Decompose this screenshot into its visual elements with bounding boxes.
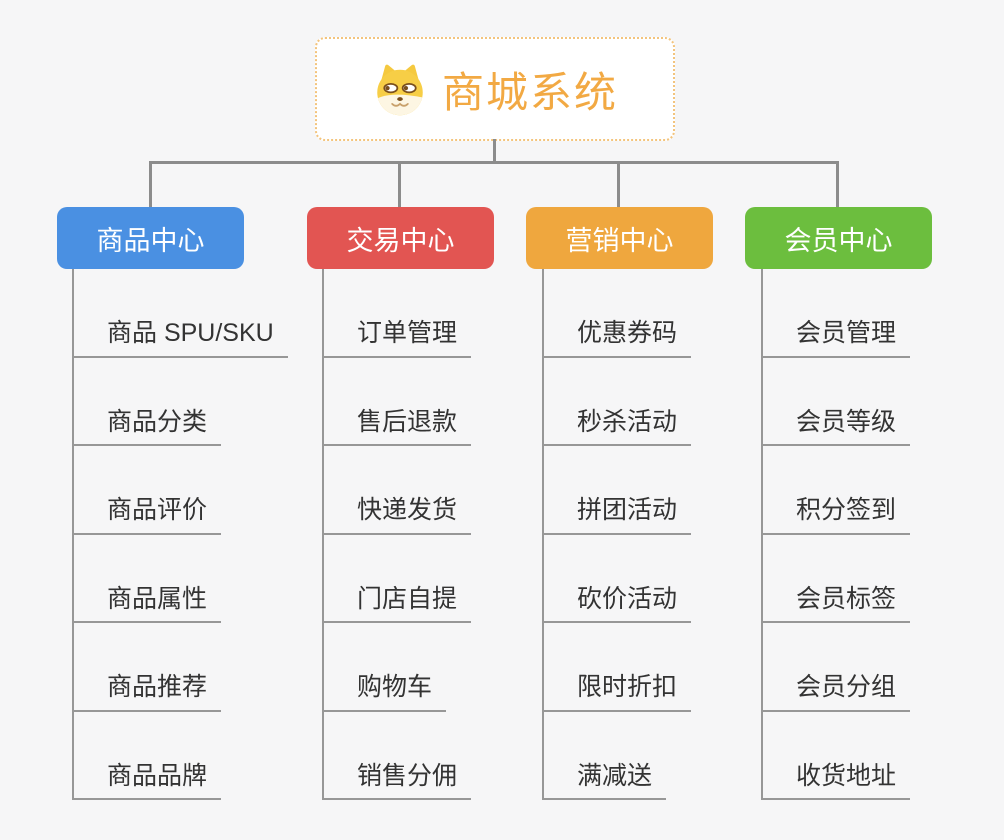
leaf-row: 商品属性 (74, 535, 288, 623)
root-title: 商城系统 (441, 68, 618, 116)
leaf-row: 优惠券码 (544, 269, 692, 358)
leaf-item[interactable]: 门店自提 (324, 584, 472, 623)
leaf-row: 会员标签 (763, 535, 911, 623)
leaf-item[interactable]: 会员等级 (763, 407, 911, 446)
leaf-item[interactable]: 商品分类 (74, 407, 222, 446)
leaf-row: 商品品牌 (74, 712, 288, 800)
root-node[interactable]: 商城系统 (315, 37, 675, 141)
leaf-row: 快递发货 (324, 446, 472, 535)
leaf-item[interactable]: 秒杀活动 (544, 407, 692, 446)
leaf-row: 会员分组 (763, 623, 911, 712)
leaf-row: 收货地址 (763, 712, 911, 800)
leaf-item[interactable]: 积分签到 (763, 495, 911, 535)
leaf-item[interactable]: 拼团活动 (544, 495, 692, 535)
leaf-row: 秒杀活动 (544, 358, 692, 446)
branch-column-products: 商品 SPU/SKU 商品分类 商品评价 商品属性 商品推荐 商品品牌 (72, 269, 288, 800)
connector-drop-products (149, 161, 152, 207)
connector-drop-trade (398, 161, 401, 207)
leaf-row: 积分签到 (763, 446, 911, 535)
leaf-item[interactable]: 售后退款 (324, 407, 472, 446)
leaf-item[interactable]: 购物车 (324, 672, 447, 712)
doge-icon (377, 64, 423, 116)
leaf-row: 商品 SPU/SKU (74, 269, 288, 358)
branch-header-trade[interactable]: 交易中心 (307, 207, 494, 269)
leaf-item[interactable]: 会员标签 (763, 584, 911, 623)
leaf-row: 购物车 (324, 623, 471, 712)
leaf-row: 销售分佣 (324, 712, 472, 800)
leaf-row: 商品评价 (74, 446, 288, 535)
branch-header-members[interactable]: 会员中心 (745, 207, 932, 269)
leaf-item[interactable]: 收货地址 (763, 761, 911, 800)
leaf-item[interactable]: 商品属性 (74, 584, 222, 623)
leaf-row: 满减送 (544, 712, 691, 800)
leaf-row: 会员管理 (763, 269, 911, 358)
leaf-row: 售后退款 (324, 358, 472, 446)
branch-column-members: 会员管理 会员等级 积分签到 会员标签 会员分组 收货地址 (761, 269, 911, 800)
leaf-item[interactable]: 砍价活动 (544, 584, 692, 623)
leaf-row: 商品分类 (74, 358, 288, 446)
leaf-item[interactable]: 快递发货 (324, 495, 472, 535)
leaf-item[interactable]: 商品推荐 (74, 672, 222, 712)
leaf-row: 订单管理 (324, 269, 472, 358)
branch-header-marketing[interactable]: 营销中心 (526, 207, 713, 269)
connector-drop-marketing (617, 161, 620, 207)
leaf-row: 门店自提 (324, 535, 472, 623)
leaf-item[interactable]: 订单管理 (324, 318, 472, 358)
branch-column-marketing: 优惠券码 秒杀活动 拼团活动 砍价活动 限时折扣 满减送 (542, 269, 692, 800)
leaf-item[interactable]: 销售分佣 (324, 761, 472, 800)
leaf-item[interactable]: 满减送 (544, 761, 667, 800)
leaf-item[interactable]: 优惠券码 (544, 318, 692, 358)
leaf-item[interactable]: 商品评价 (74, 495, 222, 535)
leaf-item[interactable]: 限时折扣 (544, 672, 692, 712)
leaf-row: 拼团活动 (544, 446, 692, 535)
connector-root-stem (493, 139, 496, 162)
leaf-item[interactable]: 商品 SPU/SKU (74, 318, 288, 358)
connector-drop-members (836, 161, 839, 207)
branch-column-trade: 订单管理 售后退款 快递发货 门店自提 购物车 销售分佣 (322, 269, 472, 800)
branch-header-products[interactable]: 商品中心 (57, 207, 244, 269)
leaf-row: 限时折扣 (544, 623, 692, 712)
leaf-item[interactable]: 商品品牌 (74, 761, 222, 800)
leaf-item[interactable]: 会员分组 (763, 672, 911, 712)
leaf-row: 会员等级 (763, 358, 911, 446)
leaf-row: 商品推荐 (74, 623, 288, 712)
leaf-item[interactable]: 会员管理 (763, 318, 911, 358)
leaf-row: 砍价活动 (544, 535, 692, 623)
connector-horizontal-rail (149, 161, 838, 164)
